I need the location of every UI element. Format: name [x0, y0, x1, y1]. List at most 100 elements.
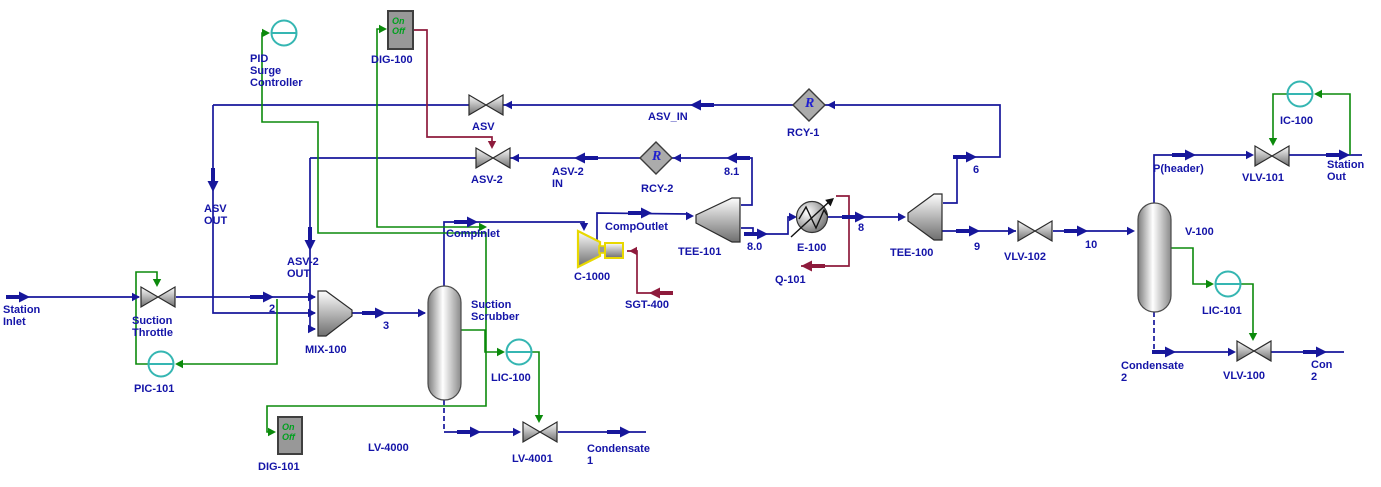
pid-surge-controller-icon[interactable]: [270, 19, 298, 47]
label-e100[interactable]: E-100: [797, 242, 827, 254]
label-rcy1[interactable]: RCY-1: [787, 127, 820, 139]
line-q101[interactable]: [801, 195, 850, 267]
dig101-digital-point[interactable]: [277, 416, 303, 455]
dig100-digital-point[interactable]: [387, 10, 414, 50]
asv-valve[interactable]: [468, 94, 504, 116]
arrow-q101[interactable]: [801, 260, 825, 272]
label-asv[interactable]: ASV: [472, 121, 495, 133]
lv4001-valve[interactable]: [522, 421, 558, 443]
arrow-stream-9[interactable]: [956, 225, 980, 237]
label-asv2-in[interactable]: ASV-2 IN: [552, 166, 584, 190]
v100-vessel[interactable]: [1137, 202, 1172, 313]
label-station-out[interactable]: Station Out: [1327, 159, 1365, 183]
arrow-condensate1[interactable]: [607, 426, 631, 438]
label-q101[interactable]: Q-101: [775, 274, 806, 286]
label-mix100[interactable]: MIX-100: [305, 344, 347, 356]
label-stream-9[interactable]: 9: [974, 241, 981, 253]
suction-scrubber-vessel[interactable]: [427, 285, 462, 401]
label-stream-2[interactable]: 2: [269, 303, 276, 315]
signal-lic100-pv[interactable]: [461, 329, 502, 353]
label-ic100[interactable]: IC-100: [1280, 115, 1314, 127]
line-pheader[interactable]: [1153, 154, 1252, 203]
line-stream-8-1[interactable]: [671, 157, 753, 206]
label-lv4001[interactable]: LV-4001: [512, 453, 553, 465]
e100-cooler-icon[interactable]: [790, 194, 837, 238]
arrow-asv2-out[interactable]: [304, 227, 316, 251]
label-pic101[interactable]: PIC-101: [134, 383, 175, 395]
label-rcy2[interactable]: RCY-2: [641, 183, 674, 195]
arrow-con2[interactable]: [1303, 346, 1327, 358]
line-compoutlet[interactable]: [596, 212, 690, 240]
label-stream-8-1[interactable]: 8.1: [724, 166, 740, 178]
signal-lic100-op[interactable]: [531, 351, 540, 421]
label-lic100[interactable]: LIC-100: [491, 372, 531, 384]
label-vlv100[interactable]: VLV-100: [1223, 370, 1265, 382]
label-v100[interactable]: V-100: [1185, 226, 1214, 238]
asv2-valve[interactable]: [475, 147, 511, 169]
arrow-asv-in[interactable]: [690, 99, 714, 111]
pic101-controller-icon[interactable]: [147, 350, 175, 378]
c1000-compressor-icon[interactable]: [576, 229, 624, 269]
arrow-stream-2[interactable]: [250, 291, 274, 303]
arrow-compoutlet[interactable]: [628, 207, 652, 219]
tee100-tee-icon[interactable]: [907, 193, 943, 241]
vlv100-valve[interactable]: [1236, 340, 1272, 362]
arrow-lv4000[interactable]: [457, 426, 481, 438]
label-pheader[interactable]: P(header): [1153, 163, 1204, 175]
suction-throttle-valve[interactable]: [140, 286, 176, 308]
arrow-station-inlet[interactable]: [6, 291, 30, 303]
line-stream-6[interactable]: [825, 104, 1001, 204]
label-sgt400[interactable]: SGT-400: [625, 299, 670, 311]
arrow-condensate2[interactable]: [1152, 346, 1176, 358]
arrow-asv-out[interactable]: [207, 168, 219, 192]
label-compinlet[interactable]: CompInlet: [446, 228, 500, 240]
label-dig100[interactable]: DIG-100: [371, 54, 413, 66]
label-compoutlet[interactable]: CompOutlet: [605, 221, 668, 233]
tee101-tee-icon[interactable]: [695, 197, 741, 243]
signal-surge-dig101[interactable]: [261, 32, 487, 433]
label-tee100[interactable]: TEE-100: [890, 247, 934, 259]
label-suction-scrubber[interactable]: Suction Scrubber: [471, 299, 520, 323]
label-con2[interactable]: Con 2: [1311, 359, 1333, 383]
label-tee101[interactable]: TEE-101: [678, 246, 722, 258]
arrow-stream-8-0[interactable]: [744, 228, 768, 240]
vlv101-valve[interactable]: [1254, 145, 1290, 167]
arrow-asv2-in[interactable]: [574, 152, 598, 164]
label-asv2[interactable]: ASV-2: [471, 174, 503, 186]
label-vlv101[interactable]: VLV-101: [1242, 172, 1284, 184]
label-suction-throttle[interactable]: Suction Throttle: [132, 315, 173, 339]
lic101-controller-icon[interactable]: [1214, 270, 1242, 298]
label-condensate2[interactable]: Condensate 2: [1121, 360, 1184, 384]
line-asv-out[interactable]: [212, 105, 315, 314]
arrow-pheader[interactable]: [1172, 149, 1196, 161]
ic100-controller-icon[interactable]: [1286, 80, 1314, 108]
label-station-inlet[interactable]: Station Inlet: [3, 304, 41, 328]
arrow-stream-8[interactable]: [842, 211, 866, 223]
line-dig100-asv2[interactable]: [413, 29, 493, 147]
label-stream-8-0[interactable]: 8.0: [747, 241, 763, 253]
label-condensate1[interactable]: Condensate 1: [587, 443, 650, 467]
signal-pic101-pv[interactable]: [177, 299, 278, 365]
label-asv2-out[interactable]: ASV-2 OUT: [287, 256, 319, 280]
signal-lic101-op[interactable]: [1240, 283, 1254, 339]
label-stream-6[interactable]: 6: [973, 164, 980, 176]
arrow-stream-3[interactable]: [362, 307, 386, 319]
label-lv4000[interactable]: LV-4000: [368, 442, 409, 454]
label-stream-10[interactable]: 10: [1085, 239, 1098, 251]
arrow-stream-8-1[interactable]: [726, 152, 750, 164]
label-asv-in[interactable]: ASV_IN: [648, 111, 688, 123]
label-stream-8[interactable]: 8: [858, 222, 865, 234]
lic100-controller-icon[interactable]: [505, 338, 533, 366]
line-sgt400[interactable]: [627, 250, 664, 294]
signal-ic100-op[interactable]: [1272, 93, 1288, 144]
label-asv-out[interactable]: ASV OUT: [204, 203, 228, 227]
arrow-stream-10[interactable]: [1064, 225, 1088, 237]
label-pid-surge[interactable]: PID Surge Controller: [250, 53, 303, 89]
label-lic101[interactable]: LIC-101: [1202, 305, 1242, 317]
signal-ic100-pv[interactable]: [1317, 93, 1351, 155]
label-vlv102[interactable]: VLV-102: [1004, 251, 1046, 263]
arrow-sgt400[interactable]: [649, 287, 673, 299]
label-dig101[interactable]: DIG-101: [258, 461, 300, 473]
signal-pic101-op[interactable]: [135, 271, 158, 365]
signal-lic101-pv[interactable]: [1171, 247, 1211, 285]
